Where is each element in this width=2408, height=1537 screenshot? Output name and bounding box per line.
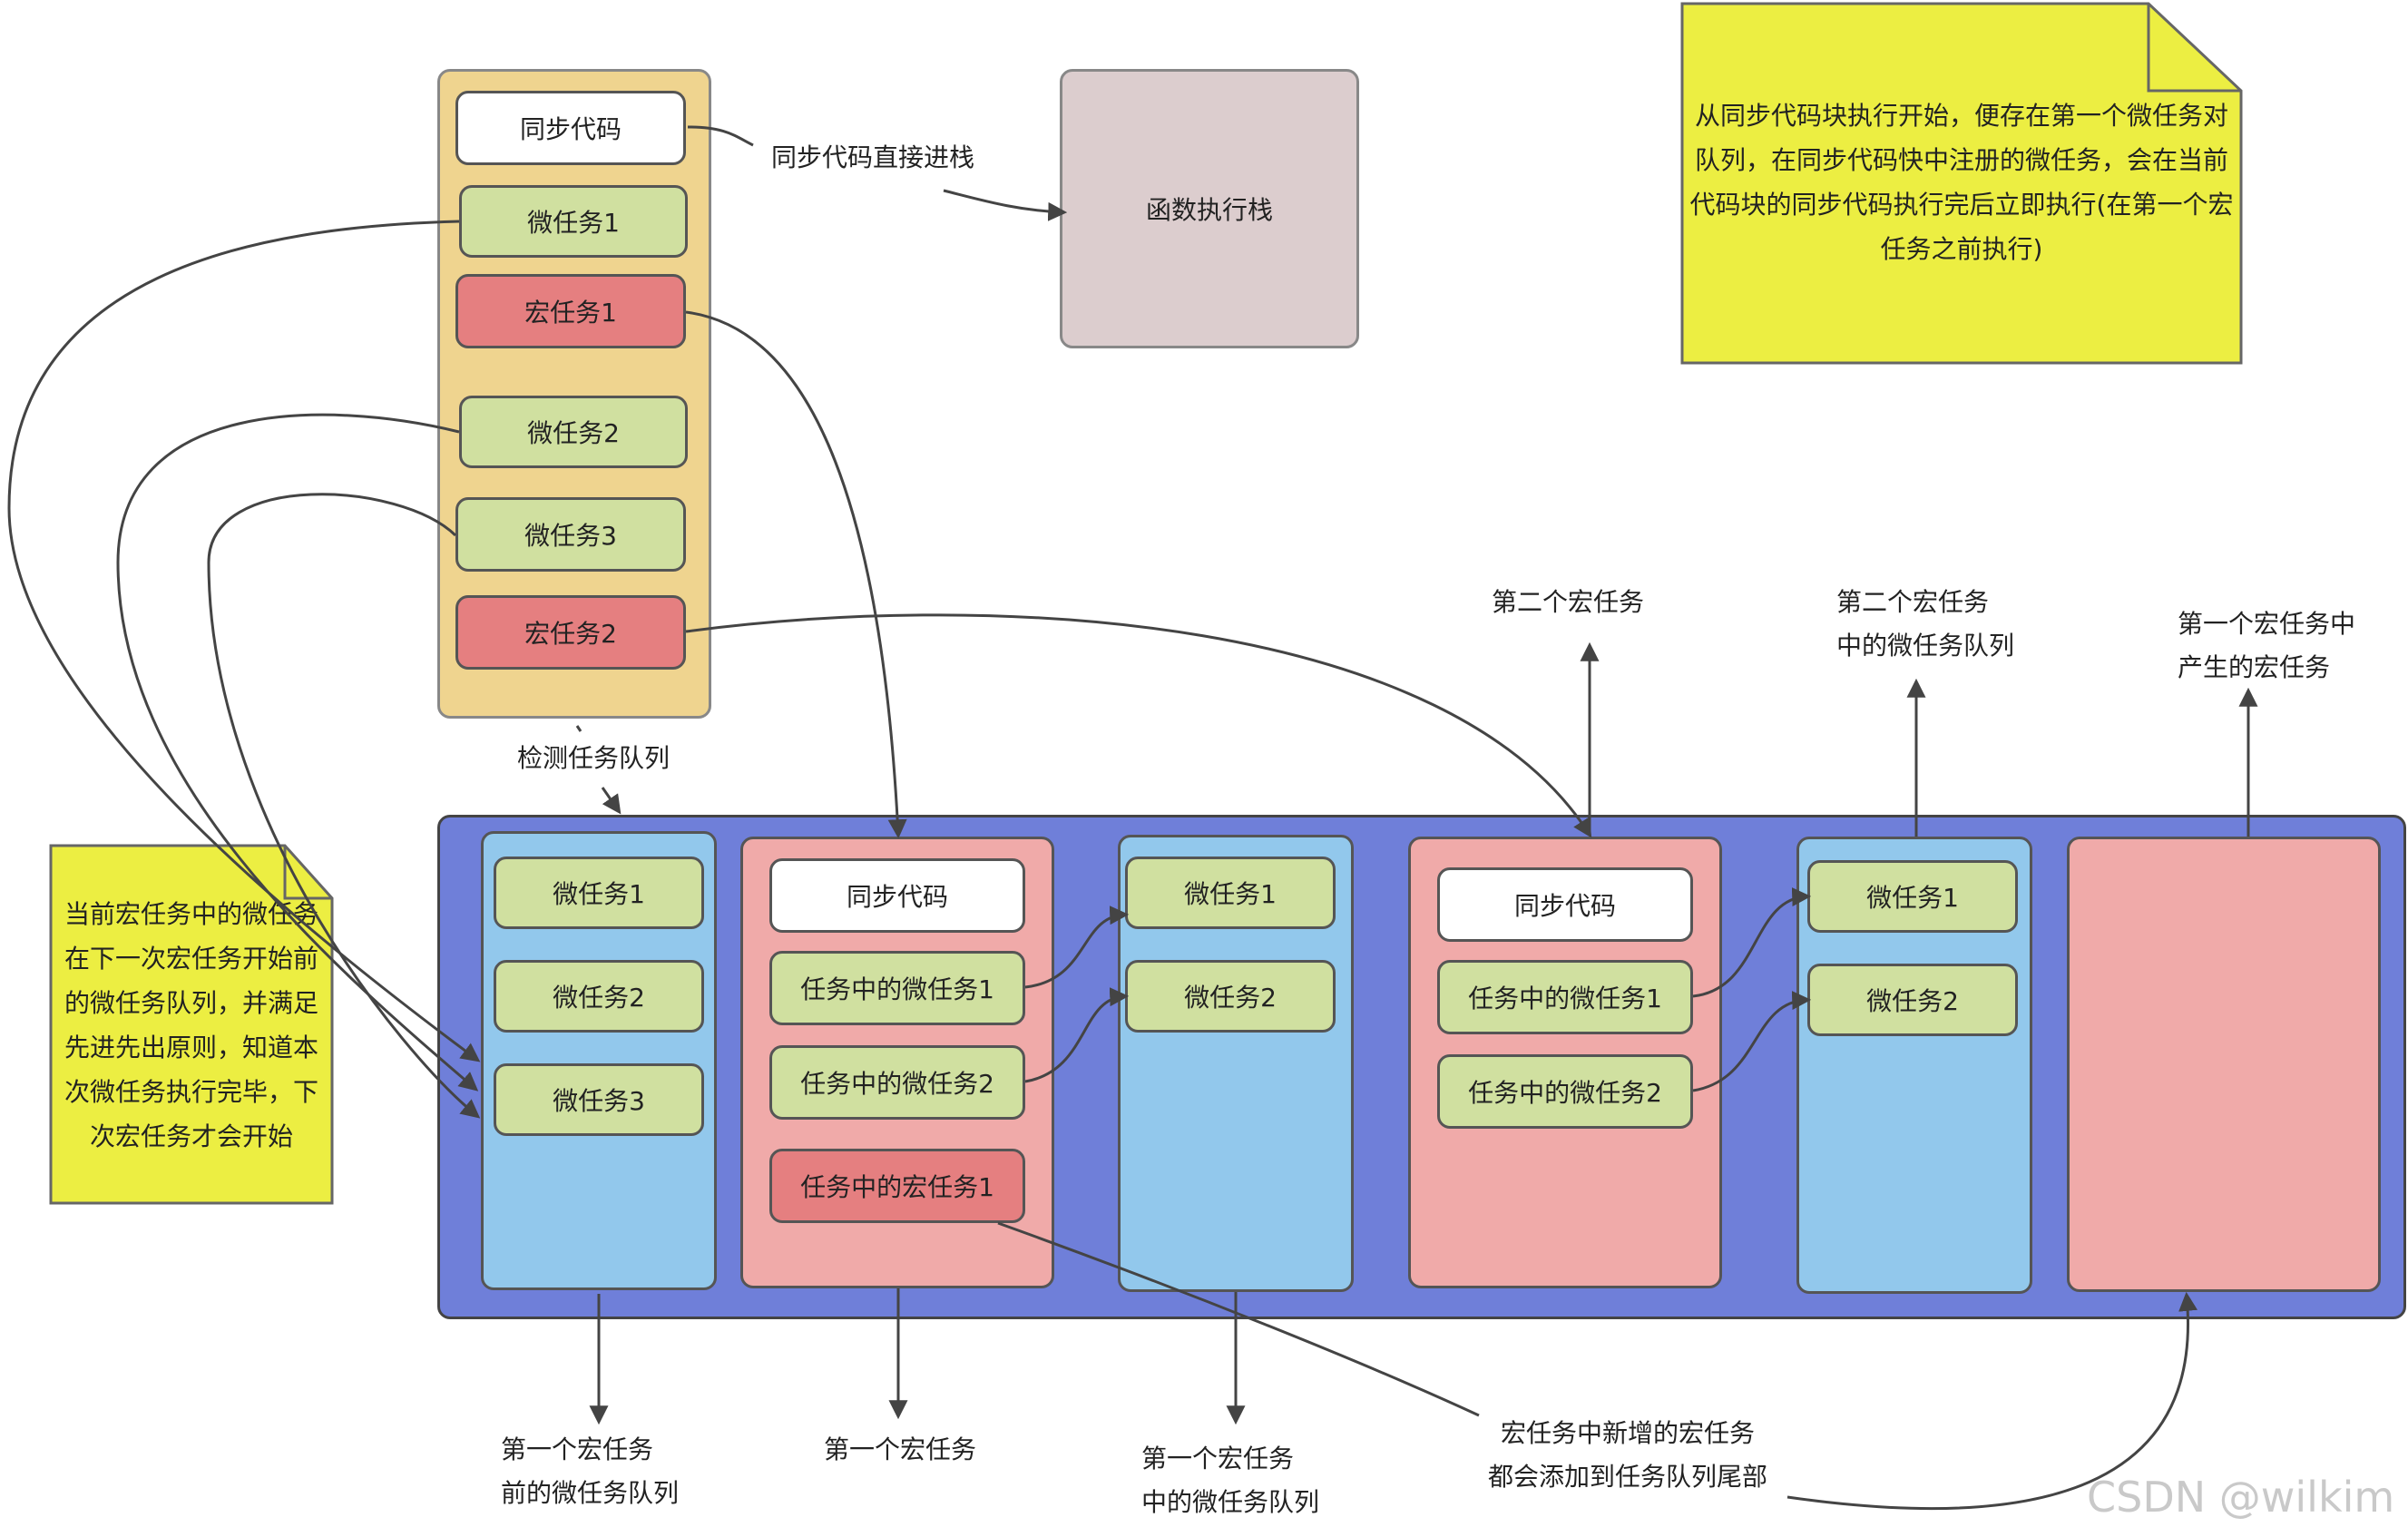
note-top-right-line: 队列，在同步代码快中注册的微任务，会在当前: [1694, 145, 2228, 175]
queue-sync-code-1[interactable]: 同步代码: [769, 858, 1025, 933]
label-line: 产生的宏任务: [2178, 652, 2331, 682]
sync-micro-task-1[interactable]: 微任务1: [459, 185, 688, 258]
note-left-shape: [49, 844, 334, 1205]
label-check-queue: 检测任务队列: [517, 743, 671, 773]
label-first-macro: 第一个宏任务: [824, 1434, 977, 1464]
arrow-col4-micro1-to-col5: [1692, 887, 1812, 998]
sync-micro-task-2[interactable]: 微任务2: [459, 396, 688, 468]
label-line: 中的微任务队列: [1141, 1487, 1320, 1517]
note-top-right-line: 从同步代码块执行开始，便存在第一个微任务对: [1694, 101, 2228, 131]
arrow-macro1-to-col2: [685, 310, 907, 839]
sync-micro-task-3[interactable]: 微任务3: [455, 497, 686, 572]
queue-micro-task-2[interactable]: 微任务2: [494, 960, 704, 1033]
label-second-macro: 第二个宏任务: [1492, 587, 1645, 617]
queue-task-micro-2[interactable]: 任务中的微任务2: [769, 1045, 1025, 1120]
queue-micro-task-3[interactable]: 微任务3: [494, 1063, 704, 1136]
label-before-first-micro: 第一个宏任务 前的微任务队列: [501, 1428, 679, 1515]
sync-macro-task-2[interactable]: 宏任务2: [455, 595, 686, 670]
note-left-line: 次微任务执行完毕，下: [64, 1077, 318, 1107]
arrow-task-macro-to-note: [997, 1221, 1480, 1417]
label-line: 宏任务中新增的宏任务: [1501, 1418, 1756, 1448]
label-line: 第一个宏任务: [501, 1434, 654, 1464]
label-appended: 宏任务中新增的宏任务 都会添加到任务队列尾部: [1488, 1412, 1767, 1499]
note-left-line: 当前宏任务中的微任务: [64, 899, 318, 929]
sync-macro-task-1[interactable]: 宏任务1: [455, 274, 686, 348]
note-top-right-line: 代码块的同步代码执行完后立即执行(在第一个宏: [1689, 190, 2234, 220]
queue-col4-task-micro-2[interactable]: 任务中的微任务2: [1437, 1054, 1693, 1129]
arrow-col2-micro2-to-col3: [1024, 987, 1130, 1083]
label-sync-push: 同步代码直接进栈: [771, 142, 975, 172]
call-stack[interactable]: 函数执行栈: [1060, 69, 1359, 348]
arrow-macro2-to-col4: [685, 613, 1592, 838]
label-line: 都会添加到任务队列尾部: [1488, 1462, 1768, 1492]
queue-col5-micro-task-2[interactable]: 微任务2: [1807, 964, 2018, 1036]
sync-code-item[interactable]: 同步代码: [455, 91, 686, 165]
note-top-right: 从同步代码块执行开始，便存在第一个微任务对 队列，在同步代码快中注册的微任务，会…: [1682, 87, 2241, 278]
label-line: 第二个宏任务: [1836, 587, 1990, 617]
arrow-col4-micro2-to-col5: [1692, 991, 1812, 1092]
arrow-check-queue-tail: [575, 725, 582, 732]
label-line: 前的微任务队列: [501, 1478, 680, 1508]
arrow-check-queue: [601, 787, 622, 815]
queue-task-macro-1[interactable]: 任务中的宏任务1: [769, 1149, 1025, 1223]
label-first-macro-micro: 第一个宏任务 中的微任务队列: [1141, 1437, 1319, 1524]
arrow-micro3-to-queue: [207, 493, 481, 1119]
label-line: 第一个宏任务: [1141, 1444, 1295, 1473]
note-left-line: 次宏任务才会开始: [89, 1121, 293, 1151]
arrow-micro1-to-queue: [7, 220, 481, 1062]
note-left-line: 的微任务队列，并满足: [64, 988, 318, 1018]
queue-col3-micro-task-2[interactable]: 微任务2: [1125, 960, 1336, 1033]
label-first-macro-produced: 第一个宏任务中 产生的宏任务: [2178, 602, 2355, 690]
queue-col3-micro-task-1[interactable]: 微任务1: [1125, 857, 1336, 929]
note-top-right-shape: [1680, 2, 2243, 365]
label-second-macro-micro: 第二个宏任务 中的微任务队列: [1836, 581, 2014, 668]
queue-col4-task-micro-1[interactable]: 任务中的微任务1: [1437, 960, 1693, 1034]
queue-task-micro-1[interactable]: 任务中的微任务1: [769, 951, 1025, 1025]
queue-col-produced-macro: [2067, 837, 2381, 1292]
arrow-sync-to-stack: [687, 125, 754, 147]
label-line: 中的微任务队列: [1836, 631, 2015, 661]
label-line: 第一个宏任务中: [2178, 609, 2356, 639]
note-left-line: 先进先出原则，知道本: [64, 1033, 318, 1062]
arrow-micro2-to-queue: [116, 413, 479, 1092]
arrow-appended-to-tail: [1786, 1291, 2198, 1511]
queue-col5-micro-task-1[interactable]: 微任务1: [1807, 860, 2018, 933]
note-left: 当前宏任务中的微任务 在下一次宏任务开始前 的微任务队列，并满足 先进先出原则，…: [51, 889, 332, 1161]
note-left-line: 在下一次宏任务开始前: [64, 944, 318, 974]
queue-sync-code-2[interactable]: 同步代码: [1437, 867, 1693, 942]
watermark: CSDN @wilkim: [2087, 1473, 2395, 1522]
arrow-sync-to-stack-tail: [943, 189, 1068, 221]
queue-micro-task-1[interactable]: 微任务1: [494, 857, 704, 929]
note-top-right-line: 任务之前执行): [1880, 234, 2043, 264]
arrow-col2-micro1-to-col3: [1024, 906, 1130, 989]
